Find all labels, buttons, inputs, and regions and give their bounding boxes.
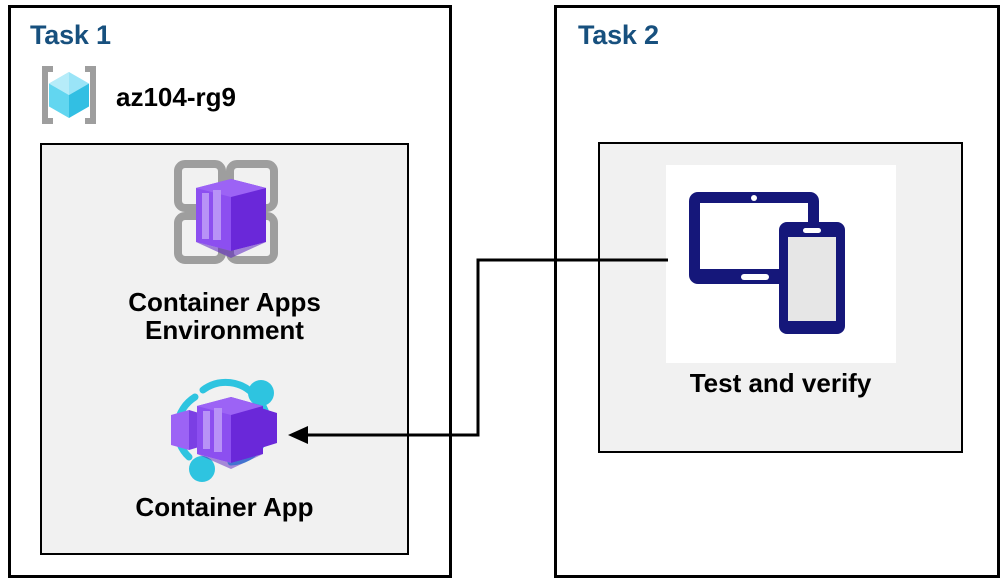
resource-label: Container App bbox=[135, 492, 314, 522]
container-apps-environment-icon bbox=[161, 155, 289, 282]
resource-container-apps-environment: Container Apps Environment bbox=[40, 155, 409, 344]
resource-label: Test and verify bbox=[689, 368, 872, 398]
container-app-icon bbox=[159, 370, 291, 487]
azure-resource-group-icon bbox=[36, 62, 102, 133]
resource-group-row: az104-rg9 bbox=[36, 62, 236, 133]
resource-test-and-verify: Test and verify bbox=[598, 165, 963, 397]
resource-container-app: Container App bbox=[40, 370, 409, 521]
resource-group-name: az104-rg9 bbox=[116, 82, 236, 112]
task-2-title: Task 2 bbox=[578, 20, 659, 50]
devices-test-verify-icon bbox=[683, 182, 879, 347]
resource-label: Container Apps Environment bbox=[128, 287, 321, 346]
icon-plate bbox=[665, 165, 896, 363]
task-1-title: Task 1 bbox=[30, 20, 111, 50]
